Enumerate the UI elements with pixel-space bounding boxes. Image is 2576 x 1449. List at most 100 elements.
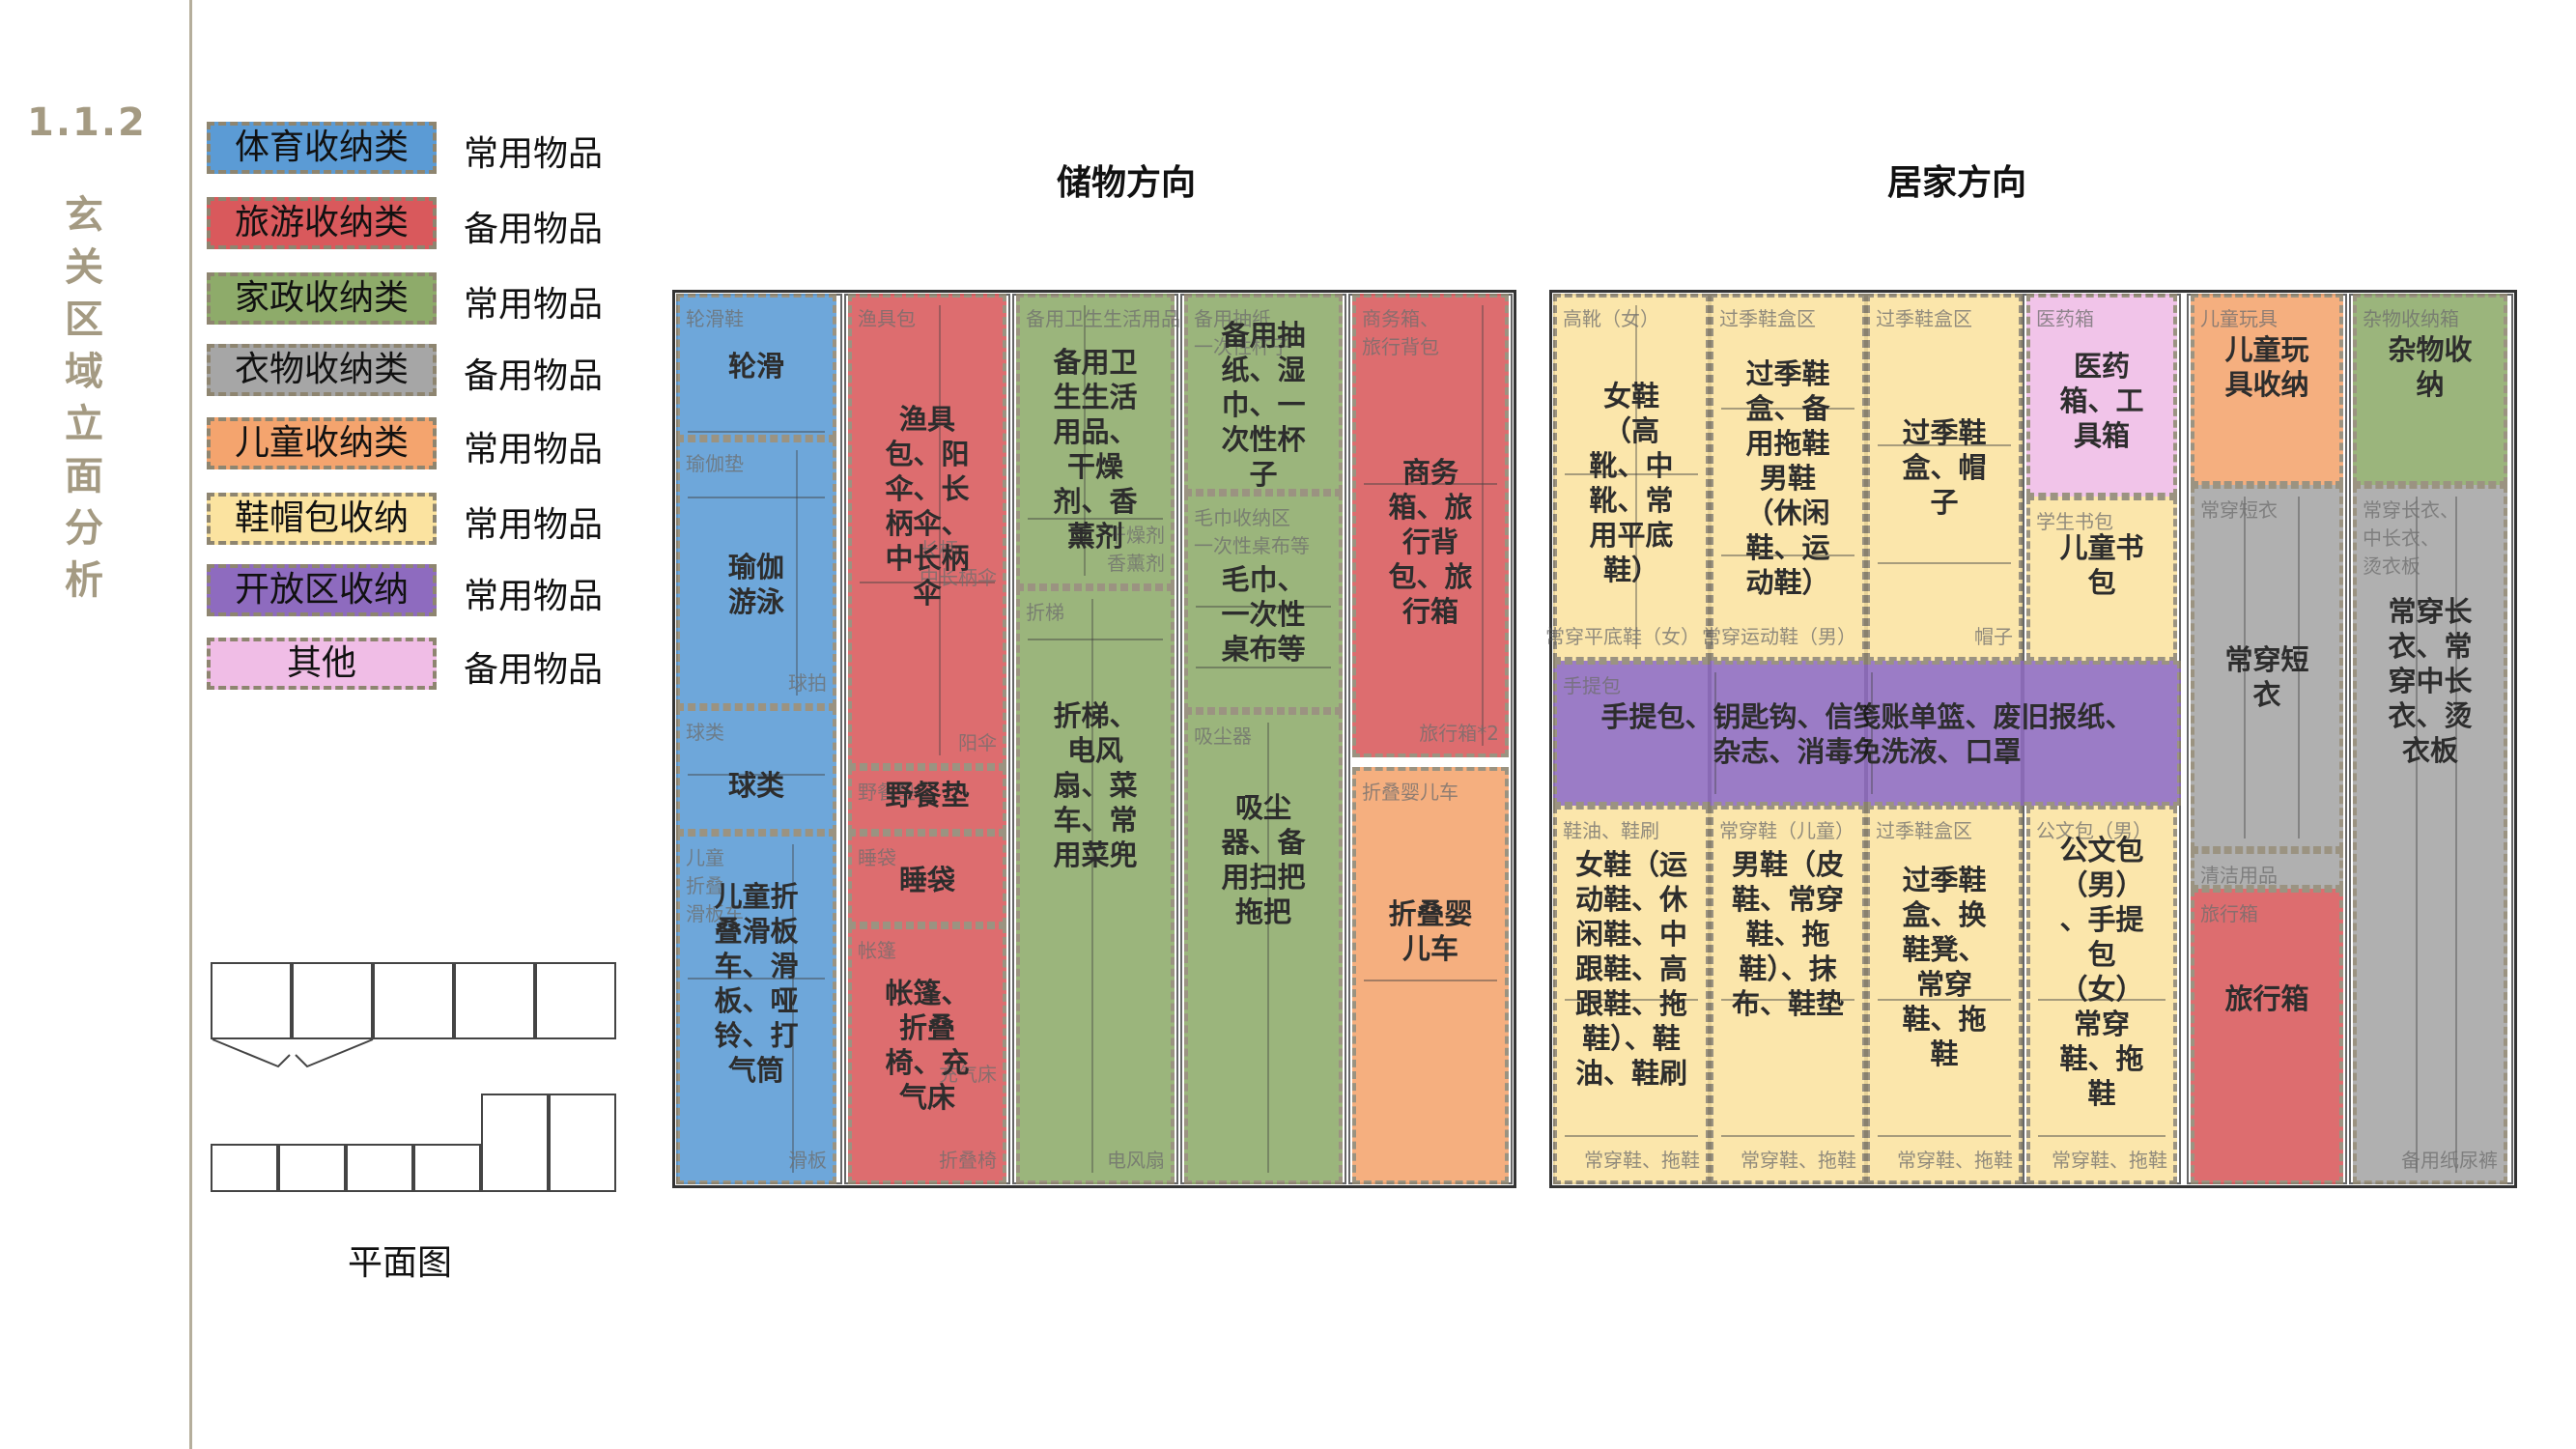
zone-label: 旅行箱 <box>2224 981 2309 1015</box>
storage-zone-yundong: 鞋油、鞋刷常穿鞋、拖鞋女鞋（运 动鞋、休 闲鞋、中 跟鞋、高 跟鞋、拖 鞋）、鞋… <box>1553 806 1710 1184</box>
zone-label: 吸尘 器、备 用扫把 拖把 <box>1221 791 1306 929</box>
legend-usage: 备用物品 <box>464 210 604 249</box>
zone-sublabel: 折梯 <box>1026 601 1064 624</box>
furniture-line <box>2298 497 2301 838</box>
storage-zone-qingjie: 清洁用品 <box>2191 850 2343 889</box>
zone-sublabel: 公文包（男） <box>2036 819 2152 842</box>
furniture-line <box>1196 667 1331 669</box>
storage-zone-zawu: 杂物收纳箱杂物收 纳 <box>2353 294 2507 485</box>
zone-sublabel: 过季鞋盒区 <box>1876 307 1972 330</box>
furniture-line <box>688 431 825 433</box>
storage-zone-yiyao: 医药箱医药 箱、工 具箱 <box>2026 294 2177 497</box>
zone-sublabel: 旅行箱*2 <box>1419 722 1499 745</box>
zone-label: 折叠婴 儿车 <box>1388 896 1473 965</box>
storage-zone-yujia: 瑜伽垫球拍瑜伽 游泳 <box>676 439 836 707</box>
furniture-line <box>2038 1135 2166 1138</box>
zone-label: 常穿长 衣、常 穿中长 衣、烫 衣板 <box>2388 594 2473 767</box>
zone-sublabel: 瑜伽垫 <box>686 452 744 475</box>
storage-zone-nvxie: 高靴（女） 常穿平底鞋（女） 女鞋 （高 靴、中 靴、常 用平底 鞋） <box>1545 294 1710 661</box>
zone-sublabel: 干燥剂 香薰剂 <box>1107 524 1165 575</box>
plan-label: 平面图 <box>348 1243 453 1283</box>
zone-sublabel: 备用卫生生活用品 <box>1026 307 1180 330</box>
storage-zone-yecan: 野餐垫野餐垫 <box>848 767 1006 833</box>
zone-sublabel: 学生书包 <box>2036 510 2113 533</box>
plan-cabinet <box>549 1094 616 1192</box>
plan-cabinet <box>211 1144 278 1192</box>
furniture-line <box>1565 473 1698 476</box>
zone-sublabel: 电风扇 <box>1107 1149 1165 1172</box>
furniture-line <box>1721 554 1854 556</box>
zone-sublabel: 常穿短衣 <box>2200 498 2278 522</box>
zone-sublabel: 充气床 <box>939 1063 997 1086</box>
zone-sublabel: 球类 <box>686 721 724 744</box>
furniture-line <box>2038 999 2166 1001</box>
zone-sublabel: 儿童 折叠 滑板车 <box>686 846 744 925</box>
storage-zone-guojixiehe2: 过季鞋盒区帽子过季鞋 盒、帽 子 <box>1866 294 2023 661</box>
furniture-line <box>860 582 995 583</box>
furniture-line <box>1364 980 1497 981</box>
furniture-line <box>1635 305 1637 649</box>
zone-sublabel: 医药箱 <box>2036 307 2094 330</box>
furniture-line <box>688 496 825 498</box>
storage-zone-duanyi: 常穿短衣常穿短 衣 <box>2191 485 2343 850</box>
zone-sublabel: 过季鞋盒区 <box>1876 819 1972 842</box>
storage-zone-huanxie: 过季鞋盒区常穿鞋、拖鞋过季鞋 盒、换 鞋凳、 常穿 鞋、拖 鞋 <box>1866 806 2023 1184</box>
zone-label: 备用抽 纸、湿 巾、一 次性杯 子 <box>1221 318 1306 491</box>
zone-label: 折梯、 电风 扇、菜 车、常 用菜兜 <box>1053 699 1138 872</box>
furniture-line <box>1721 999 1854 1001</box>
zone-sublabel: 常穿鞋、拖鞋 <box>1584 1149 1700 1172</box>
zone-sublabel: 常穿鞋（儿童） <box>1719 819 1854 842</box>
zone-sublabel: 折叠婴儿车 <box>1362 781 1458 804</box>
legend-swatch: 鞋帽包收纳 <box>207 493 437 545</box>
zone-sublabel: 儿童玩具 <box>2200 307 2278 330</box>
zone-sublabel: 滑板 <box>788 1149 827 1172</box>
furniture-line <box>1028 639 1163 641</box>
furniture-line <box>1878 999 2011 1001</box>
zone-label: 过季鞋 盒、换 鞋凳、 常穿 鞋、拖 鞋 <box>1902 863 1987 1070</box>
plan-cabinet <box>454 962 535 1039</box>
legend-swatch: 开放区收纳 <box>207 564 437 616</box>
section-number: 1.1.2 <box>27 100 147 145</box>
legend-swatch: 其他 <box>207 638 437 690</box>
legend-swatch: 体育收纳类 <box>207 122 437 174</box>
plan-cabinet <box>413 1144 481 1192</box>
zone-label: 常穿短 衣 <box>2224 642 2309 711</box>
furniture-line <box>1267 723 1269 1173</box>
zone-label: 公文包 （男） 、手提 包 （女） 常穿 鞋、拖 鞋 <box>2059 833 2144 1110</box>
zone-label: 渔具 包、阳 伞、长 柄伞、 中长柄 伞 <box>885 402 970 610</box>
zone-label: 瑜伽 游泳 <box>727 551 784 619</box>
furniture-line <box>1196 606 1331 608</box>
zone-label: 商务 箱、旅 行背 包、旅 行箱 <box>1388 456 1473 629</box>
zone-sublabel: 商务箱、 旅行背包 <box>1362 307 1439 358</box>
furniture-line <box>1721 408 1854 410</box>
zone-label: 轮滑 <box>727 349 784 383</box>
zone-label: 野餐垫 <box>885 778 970 811</box>
zone-label: 过季鞋 盒、帽 子 <box>1902 415 1987 519</box>
legend-usage: 备用物品 <box>464 650 604 690</box>
legend-usage: 常用物品 <box>464 505 604 545</box>
legend-usage: 备用物品 <box>464 356 604 396</box>
zone-sublabel: 常穿平底鞋（女） <box>1545 625 1700 648</box>
furniture-line <box>1713 672 1716 794</box>
storage-zone-lunhua: 轮滑鞋轮滑 <box>676 294 836 439</box>
zone-label: 手提包、钥匙钩、信笺账单篮、废旧报纸、 杂志、消毒免洗液、口罩 <box>1600 700 2134 768</box>
zone-sublabel: 高靴（女） <box>1563 307 1659 330</box>
zone-label: 男鞋（皮 鞋、常穿 鞋、拖 鞋）、抹 布、鞋垫 <box>1731 848 1844 1021</box>
storage-zone-wanju: 儿童玩具儿童玩 具收纳 <box>2191 294 2343 485</box>
zone-label: 备用卫 生生活 用品、 干燥 剂、香 薰剂 <box>1053 345 1138 553</box>
zone-sublabel: 备用纸尿裤 <box>2401 1149 2498 1172</box>
legend-usage: 常用物品 <box>464 134 604 174</box>
furniture-line <box>792 844 795 1173</box>
furniture-line <box>2243 497 2246 838</box>
storage-zone-kaifang: 手提包手提包、钥匙钩、信笺账单篮、废旧报纸、 杂志、消毒免洗液、口罩 <box>1553 661 2181 806</box>
storage-zone-gongwenbao: 公文包（男） 常穿鞋、拖鞋 公文包 （男） 、手提 包 （女） 常穿 鞋、拖 鞋 <box>2026 806 2177 1184</box>
storage-zone-weisheng: 备用卫生生活用品干燥剂 香薰剂备用卫 生生活 用品、 干燥 剂、香 薰剂 <box>1016 294 1180 587</box>
zone-sublabel: 帐篷 <box>858 939 896 962</box>
furniture-line <box>1028 518 1163 520</box>
storage-zone-qiulei: 球类球类 <box>676 707 836 833</box>
zone-sublabel: 常穿鞋、拖鞋 <box>2052 1149 2167 1172</box>
plan-cabinet <box>278 1144 346 1192</box>
zone-label: 女鞋 （高 靴、中 靴、常 用平底 鞋） <box>1589 379 1674 586</box>
legend-swatch: 衣物收纳类 <box>207 344 437 396</box>
storage-zone-shangwu: 商务箱、 旅行背包旅行箱*2 商务 箱、旅 行背 包、旅 行箱 <box>1352 294 1509 757</box>
